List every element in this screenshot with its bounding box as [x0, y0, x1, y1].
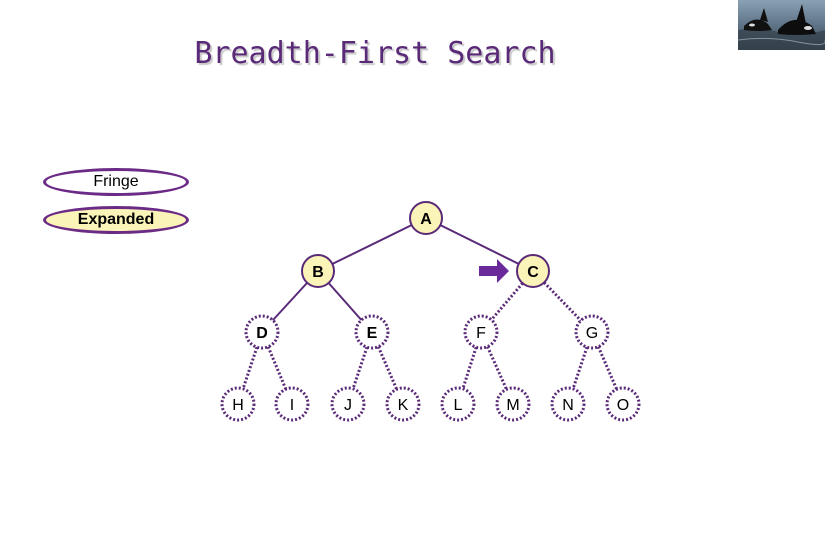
node-circle-H — [220, 386, 256, 422]
node-circle-E — [354, 314, 390, 350]
node-label-D: D — [256, 325, 268, 342]
node-K: K — [385, 386, 421, 422]
node-A: A — [409, 201, 443, 235]
node-circle-J — [330, 386, 366, 422]
node-circle-I — [274, 386, 310, 422]
node-H: H — [220, 386, 256, 422]
node-B: B — [301, 254, 335, 288]
node-label-B: B — [312, 264, 324, 281]
edge-A-B — [317, 217, 427, 272]
node-E: E — [354, 314, 390, 350]
node-O: O — [605, 386, 641, 422]
node-M: M — [495, 386, 531, 422]
node-circle-K — [385, 386, 421, 422]
node-label-F: F — [476, 325, 486, 342]
node-label-J: J — [344, 397, 352, 414]
node-label-G: G — [586, 325, 598, 342]
tree-edges — [236, 217, 625, 405]
node-F: F — [463, 314, 499, 350]
node-circle-N — [550, 386, 586, 422]
slide-title: Breadth-First Search — [194, 36, 556, 71]
arrow-right-icon — [479, 259, 509, 283]
legend-fringe-label: Fringe — [93, 173, 139, 190]
node-circle-F — [463, 314, 499, 350]
node-N: N — [550, 386, 586, 422]
node-circle-D — [244, 314, 280, 350]
node-label-I: I — [290, 397, 294, 414]
node-circle-A — [409, 201, 443, 235]
node-J: J — [330, 386, 366, 422]
node-label-E: E — [367, 325, 378, 342]
edge-A-C — [425, 217, 534, 272]
node-G: G — [574, 314, 610, 350]
node-label-C: C — [527, 264, 539, 281]
node-C: C — [516, 254, 550, 288]
legend-expanded-label: Expanded — [77, 211, 155, 228]
current-node-pointer — [479, 259, 509, 283]
node-circle-G — [574, 314, 610, 350]
node-D: D — [244, 314, 280, 350]
orca-photo — [738, 0, 825, 50]
node-label-H: H — [232, 397, 244, 414]
node-circle-B — [301, 254, 335, 288]
node-label-N: N — [562, 397, 574, 414]
node-label-L: L — [454, 397, 463, 414]
node-label-K: K — [398, 397, 409, 414]
node-I: I — [274, 386, 310, 422]
node-L: L — [440, 386, 476, 422]
legend-fringe: Fringe — [43, 168, 189, 196]
node-label-A: A — [420, 211, 432, 228]
node-label-O: O — [617, 397, 629, 414]
node-circle-L — [440, 386, 476, 422]
legend-expanded: Expanded — [43, 206, 189, 234]
node-circle-O — [605, 386, 641, 422]
node-label-M: M — [506, 397, 519, 414]
node-circle-M — [495, 386, 531, 422]
tree-nodes: A B C D E F G H I J K L M N O — [220, 201, 641, 422]
node-circle-C — [516, 254, 550, 288]
